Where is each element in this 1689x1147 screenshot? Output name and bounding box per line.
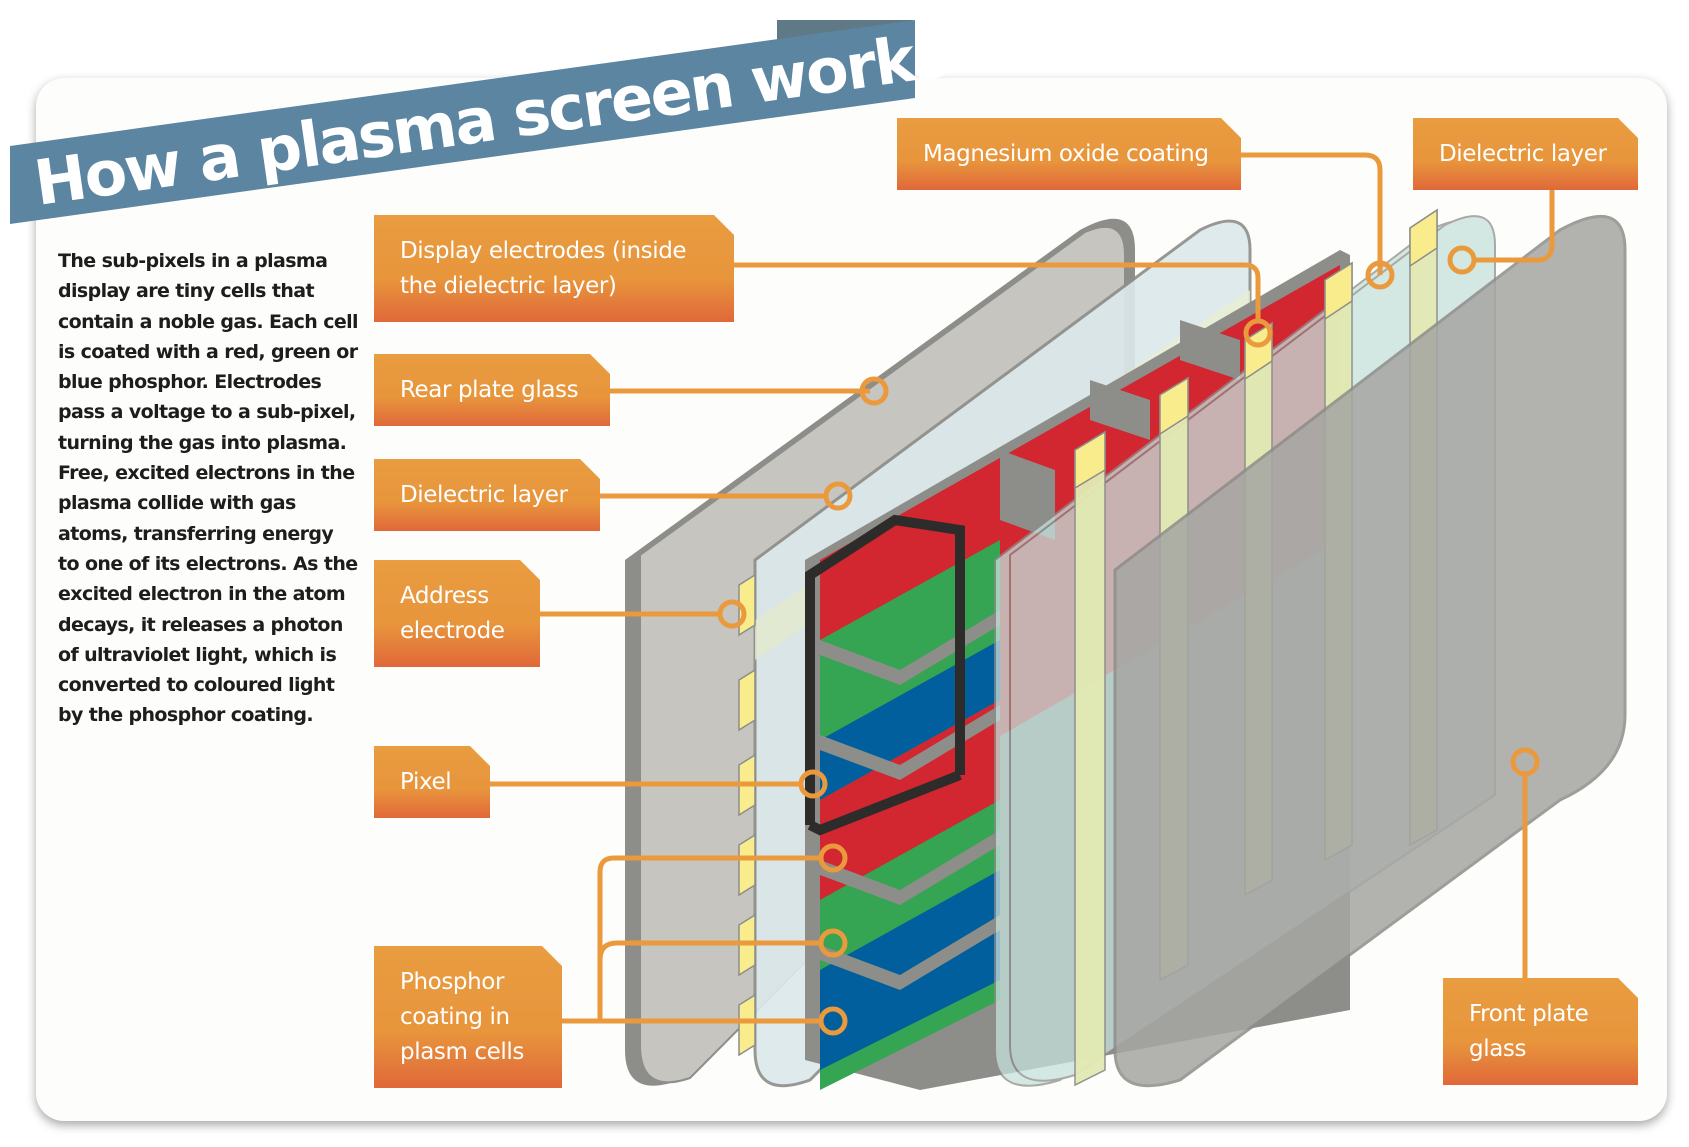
- address-electrode-strip: [738, 668, 756, 732]
- marker-ring-icon: [823, 481, 853, 511]
- leader-lines: [490, 152, 1555, 1024]
- marker-ring-icon: [798, 769, 828, 799]
- label-rear-plate-glass: Rear plate glass: [374, 354, 610, 426]
- leader-display-electrodes: [732, 262, 1261, 320]
- marker-ring-icon: [1447, 245, 1477, 275]
- pixel-outline: [805, 514, 965, 836]
- label-pixel: Pixel: [374, 746, 490, 818]
- leader-dielectric-front: [1475, 190, 1555, 263]
- leader-phosphor-green: [597, 940, 820, 961]
- intro-paragraph: The sub-pixels in a plasma display are t…: [58, 250, 359, 727]
- address-electrode-strip: [738, 833, 756, 897]
- marker-ring-icon: [1510, 747, 1540, 777]
- label-address-electrode: Address electrode: [374, 560, 540, 667]
- label-phosphor-coating: Phosphor coating in plasm cells: [374, 946, 562, 1088]
- marker-ring-icon: [818, 1006, 848, 1036]
- front-plate-glass: [1113, 214, 1627, 1088]
- marker-ring-icon: [859, 376, 889, 406]
- display-electrode-strip: [1074, 430, 1106, 1087]
- marker-ring-icon: [818, 928, 848, 958]
- label-display-electrodes: Display electrodes (inside the dielectri…: [374, 215, 734, 322]
- leader-phosphor-red: [597, 855, 820, 1021]
- label-magnesium-oxide-coating: Magnesium oxide coating: [897, 118, 1241, 190]
- marker-ring-icon: [1243, 318, 1273, 348]
- marker-ring-icon: [1365, 260, 1395, 290]
- marker-ring-icon: [818, 843, 848, 873]
- marker-ring-icon: [717, 599, 747, 629]
- address-electrode-strip: [738, 993, 756, 1057]
- label-dielectric-layer-rear: Dielectric layer: [374, 459, 600, 531]
- label-front-plate-glass: Front plate glass: [1443, 978, 1638, 1085]
- leader-magnesium-oxide: [1240, 152, 1383, 275]
- banner-shape: [10, 20, 915, 224]
- leader-markers: [717, 245, 1540, 1036]
- label-dielectric-layer-front: Dielectric layer: [1413, 118, 1638, 190]
